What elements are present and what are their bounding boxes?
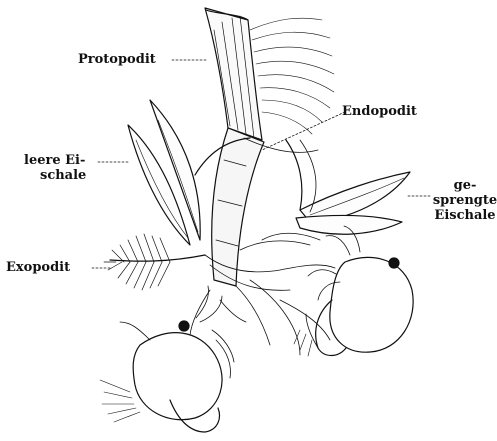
label-leere-eischale-line2: schale [40,168,86,183]
label-protopodit: Protopodit [78,52,156,67]
larva-eye-right [389,258,399,268]
left-larva [120,286,234,432]
larva-eye-left [179,321,189,331]
lower-left-setae [100,380,140,422]
label-gesprengte-line1: ge- [432,178,497,193]
burst-egg-shell [286,140,410,234]
protopodit-setae [250,18,334,134]
label-exopodit: Exopodit [6,260,70,275]
label-leere-eischale-line1: leere Ei- [24,153,85,168]
label-gesprengte-line3: Eischale [432,208,497,223]
label-endopodit: Endopodit [342,104,417,119]
right-larva [294,226,413,356]
protopodit-segment [205,8,262,140]
label-gesprengte-line2: sprengte [432,193,497,208]
endopodit-segment [212,128,318,286]
